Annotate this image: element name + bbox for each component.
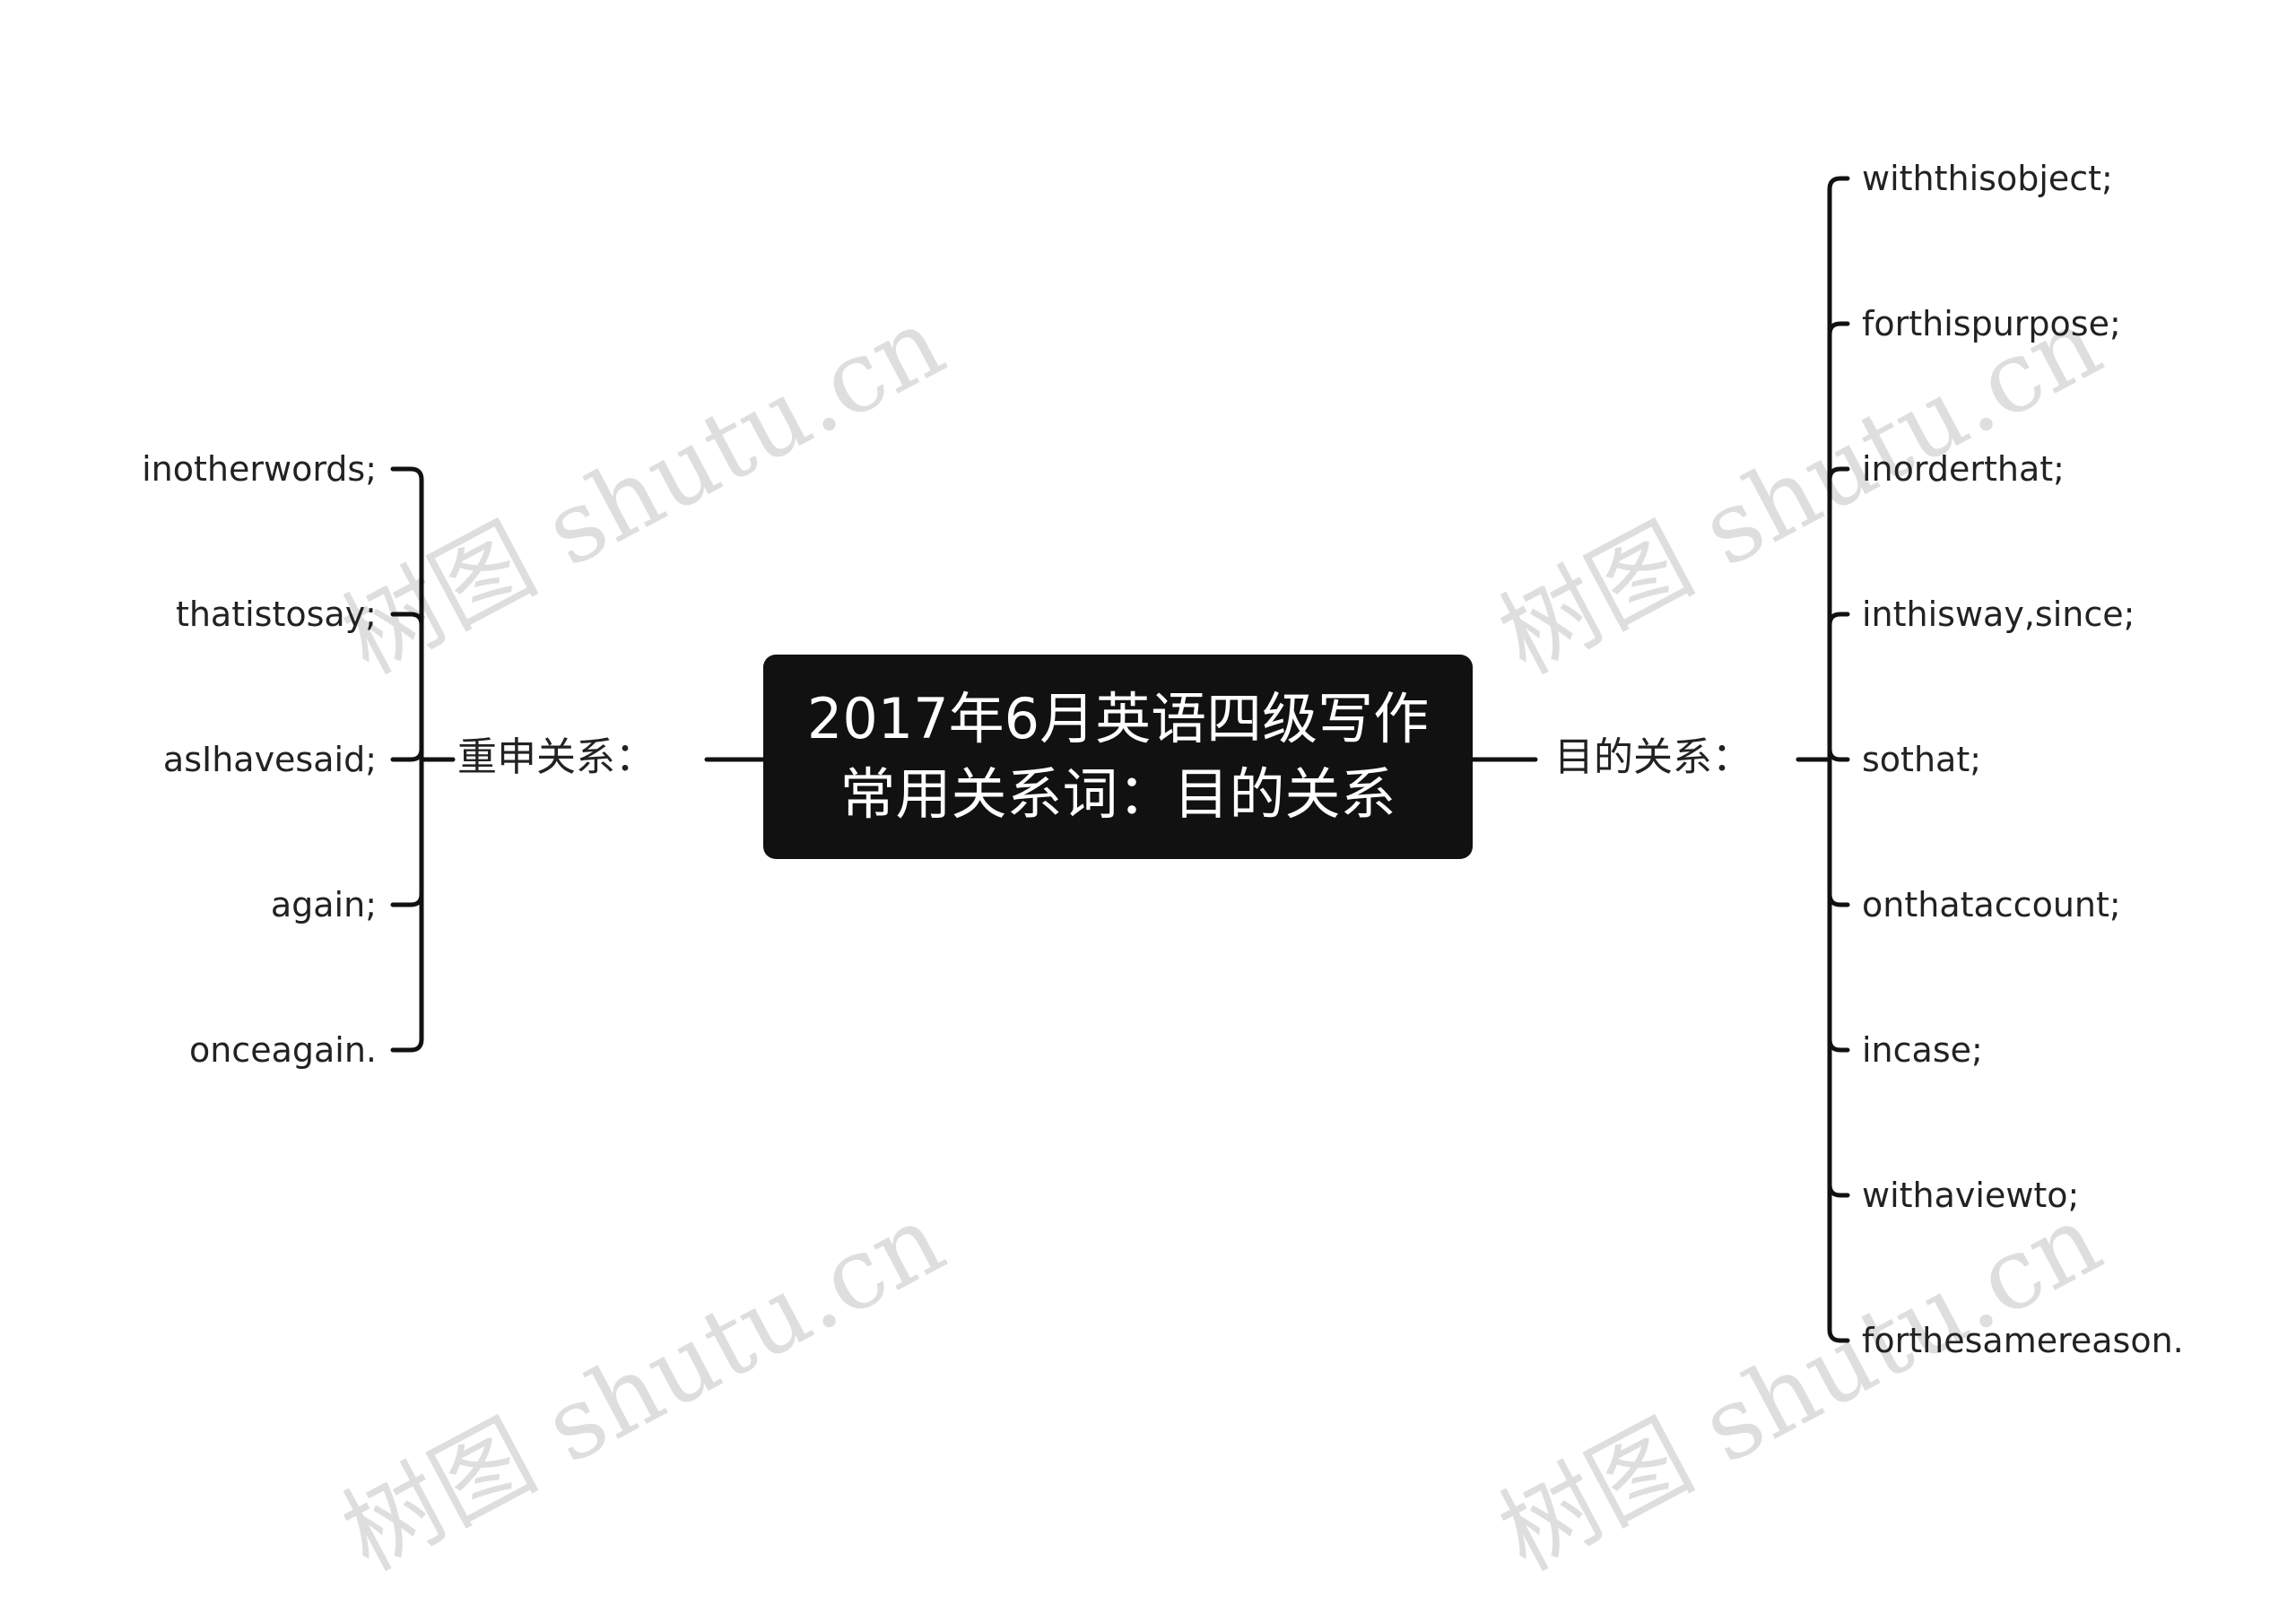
right-leaf-connector xyxy=(1827,891,1850,907)
branch-restatement[interactable]: 重申关系： xyxy=(457,734,655,780)
mind-map-canvas: 树图 shutu.cn 树图 shutu.cn 树图 shutu.cn 树图 s… xyxy=(142,159,2184,1593)
right-leaf-connector xyxy=(1827,176,1850,192)
branch-purpose[interactable]: 目的关系： xyxy=(1554,734,1752,780)
root-topic-line-1: 2017年6月英语四级写作 xyxy=(806,686,1430,751)
root-topic[interactable]: 2017年6月英语四级写作 常用关系词：目的关系 xyxy=(763,655,1473,859)
right-leaf-connector xyxy=(1827,1327,1850,1343)
leaf-purpose-8[interactable]: withaviewto; xyxy=(1862,1176,2080,1215)
leaf-restatement-2[interactable]: thatistosay; xyxy=(175,595,377,634)
leaf-purpose-3[interactable]: inorderthat; xyxy=(1862,449,2065,489)
leaf-purpose-4[interactable]: inthisway,since; xyxy=(1862,595,2135,634)
root-topic-line-2: 常用关系词：目的关系 xyxy=(839,761,1396,827)
right-leaf-connector xyxy=(1827,746,1850,762)
leaf-restatement-5[interactable]: onceagain. xyxy=(188,1030,377,1070)
right-leaf-connector xyxy=(1827,1037,1850,1053)
connector-lines xyxy=(390,176,1850,1343)
right-leaf-connector xyxy=(1827,466,1850,482)
right-leaf-connector xyxy=(1827,1182,1850,1198)
right-leaf-connector xyxy=(1827,612,1850,628)
right-leaf-connector xyxy=(1827,321,1850,337)
leaf-purpose-2[interactable]: forthispurpose; xyxy=(1862,304,2121,343)
left-leaf-connector xyxy=(390,1037,424,1053)
leaf-purpose-6[interactable]: onthataccount; xyxy=(1862,885,2121,924)
left-leaf-connector xyxy=(390,891,424,907)
leaf-restatement-4[interactable]: again; xyxy=(270,885,377,924)
left-leaf-connector xyxy=(390,466,424,482)
leaf-purpose-5[interactable]: sothat; xyxy=(1862,740,1982,779)
left-leaf-connector xyxy=(390,612,424,628)
leaf-purpose-1[interactable]: withthisobject; xyxy=(1862,159,2113,198)
leaf-restatement-1[interactable]: inotherwords; xyxy=(142,449,377,489)
leaf-restatement-3[interactable]: asIhavesaid; xyxy=(162,740,377,779)
leaf-purpose-9[interactable]: forthesamereason. xyxy=(1862,1321,2184,1360)
leaf-purpose-7[interactable]: incase; xyxy=(1862,1030,1983,1070)
left-leaf-connector xyxy=(390,746,424,762)
